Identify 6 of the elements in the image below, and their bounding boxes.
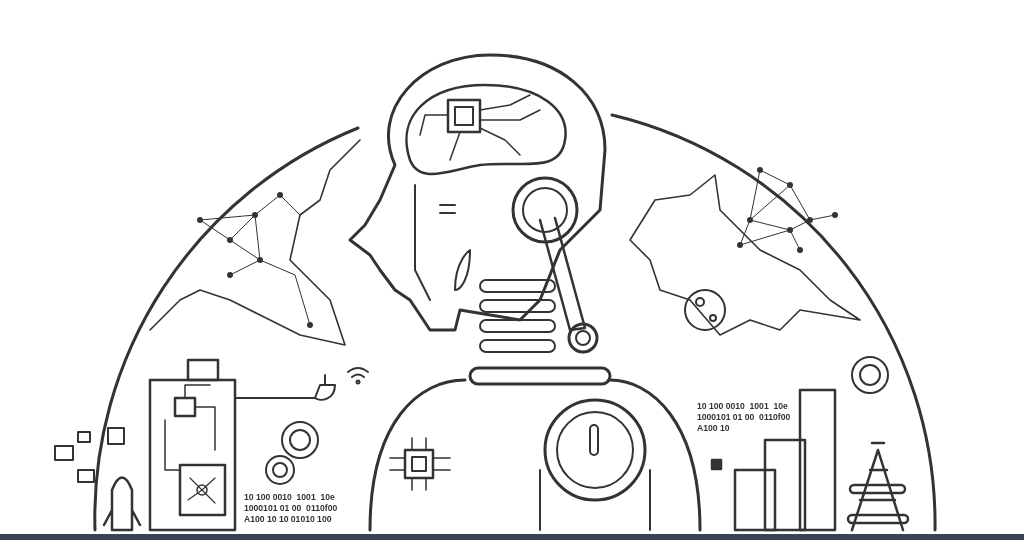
binary-code-text: 10 100 0010 1001 10e [244,492,335,503]
binary-code-text: 1000101 01 00 0110f00 [244,503,338,514]
binary-code-text: A100 10 10 01010 100 [244,514,332,525]
binary-code-text: A100 10 [697,423,730,434]
binary-code-text: 10 100 0010 1001 10e [697,401,788,412]
binary-code-text: 1000101 01 00 0110f00 [697,412,791,423]
